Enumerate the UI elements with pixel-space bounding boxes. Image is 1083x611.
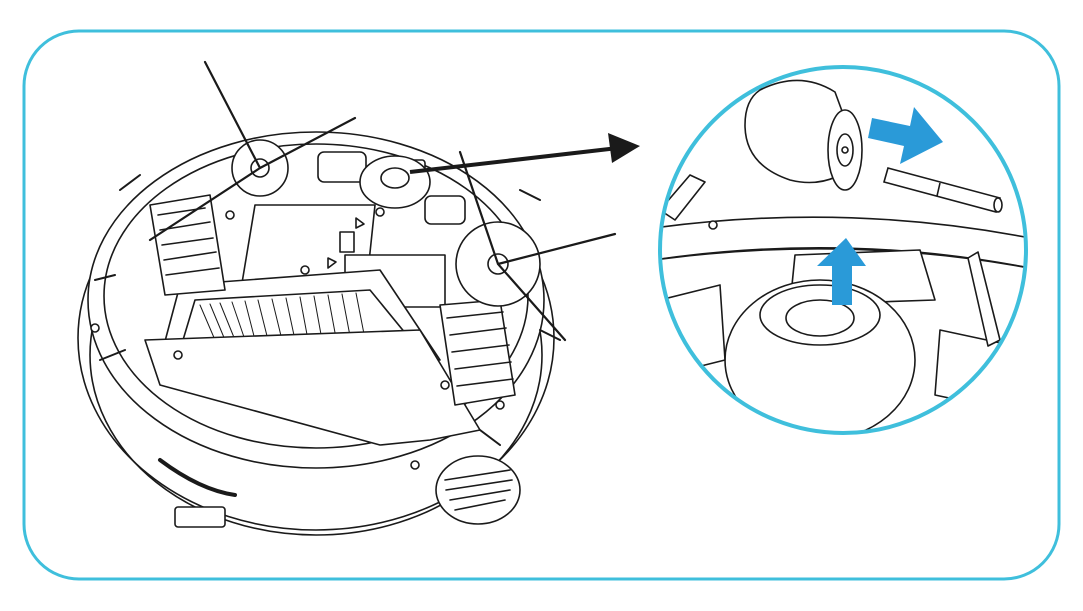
brush-bristles (199, 292, 365, 341)
screw-holes (90, 207, 505, 470)
housing-edge (660, 216, 1026, 271)
robot-vacuum-underside-icon (77, 60, 617, 536)
caster-wheel (359, 155, 431, 209)
triangle-mark-bottom (327, 257, 337, 269)
bristle-stub-left (660, 174, 706, 221)
diagram-frame (22, 29, 1061, 581)
charging-connector (174, 506, 226, 528)
caster-socket-hole (785, 299, 855, 337)
brush-guard-plate (144, 329, 481, 446)
bumper-notches (94, 174, 561, 446)
triangle-mark-top (355, 217, 365, 229)
pointer-arrow-icon (409, 133, 640, 174)
cliff-sensor-2 (424, 195, 466, 225)
robot-base-inner (103, 143, 529, 449)
housing-screw (708, 220, 718, 230)
axle-pin (883, 167, 1003, 213)
caster-wheel-detail-icon (658, 65, 1028, 435)
pull-out-arrow-icon (868, 107, 943, 164)
side-brush-left (148, 60, 357, 242)
side-brush-right (455, 150, 617, 342)
caster-wheel-removed (744, 79, 863, 191)
cliff-sensor-1 (317, 151, 367, 183)
switch-slot (339, 231, 355, 253)
bristle-stub-right (967, 251, 1001, 347)
bumper-slot (158, 458, 237, 497)
lift-up-arrow-icon (817, 238, 866, 305)
sensor-grille (435, 455, 521, 525)
zoom-circle-border (658, 65, 1028, 435)
left-drive-wheel (149, 194, 226, 296)
